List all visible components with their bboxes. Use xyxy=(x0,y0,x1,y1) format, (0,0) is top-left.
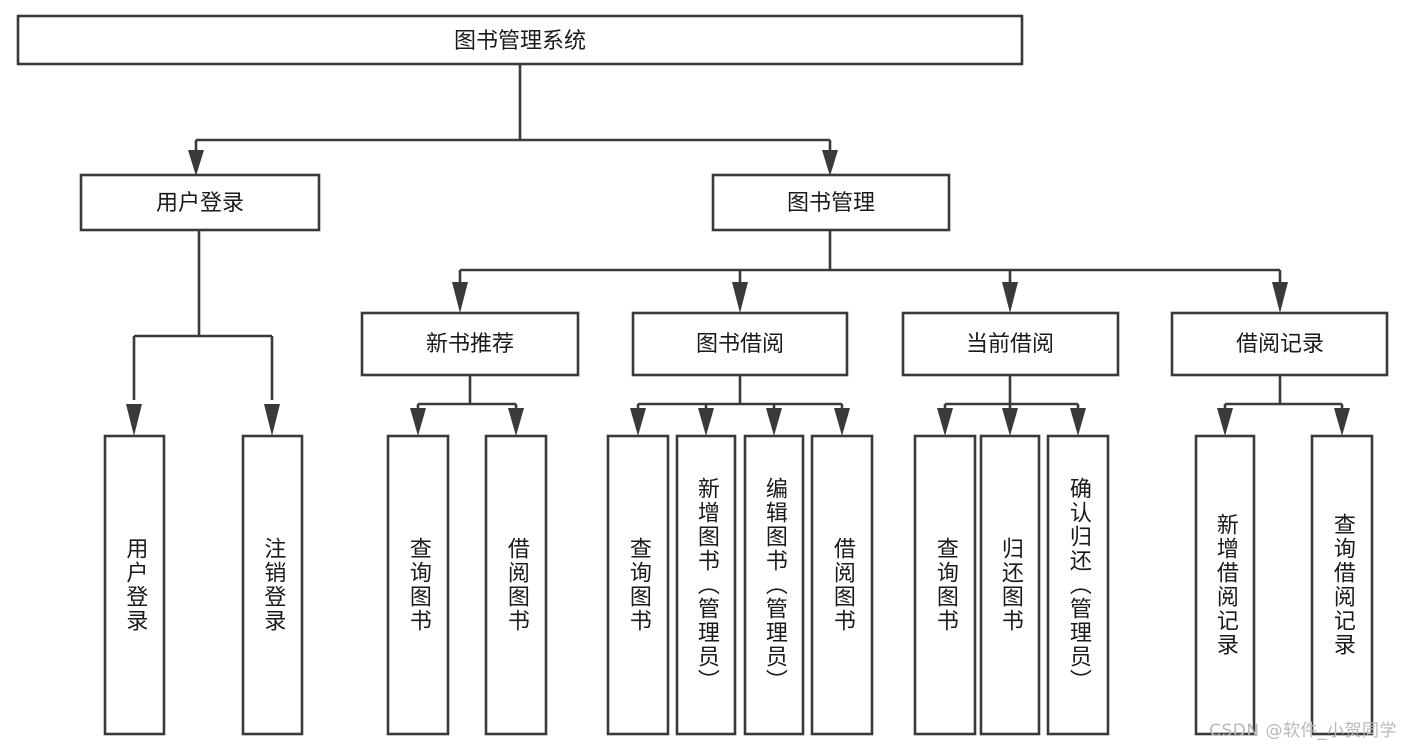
leaf-borrow-record-query[interactable] xyxy=(1310,434,1374,736)
leaf-book-borrow-query[interactable] xyxy=(606,434,670,736)
node-new-book-recommend-label: 新书推荐 xyxy=(426,332,514,357)
node-user-login[interactable] xyxy=(79,173,321,232)
leaf-current-borrow-query[interactable] xyxy=(913,434,977,736)
arrow-borrowrecord-leaf-1 xyxy=(1217,408,1233,436)
arrow-userlogin-leaf-2 xyxy=(264,404,280,436)
arrow-currentborrow-leaf-2 xyxy=(1002,408,1018,436)
node-book-borrow[interactable] xyxy=(631,311,849,377)
node-book-management-label: 图书管理 xyxy=(787,191,875,216)
node-root-label: 图书管理系统 xyxy=(454,29,586,54)
leaf-current-borrow-return[interactable] xyxy=(979,434,1041,736)
arrow-bookborrow-leaf-1 xyxy=(630,408,646,436)
arrow-to-user-login xyxy=(188,150,204,176)
node-current-borrow-label: 当前借阅 xyxy=(966,332,1054,357)
node-user-login-label: 用户登录 xyxy=(156,191,244,216)
leaf-book-borrow-add[interactable] xyxy=(675,434,737,736)
arrow-to-borrow-record xyxy=(1272,282,1288,313)
node-book-borrow-label: 图书借阅 xyxy=(696,332,784,357)
leaf-user-login-logout[interactable] xyxy=(241,434,304,736)
node-book-management[interactable] xyxy=(711,173,951,232)
leaf-book-borrow-edit[interactable] xyxy=(743,434,805,736)
node-root-book-management-system[interactable] xyxy=(16,14,1024,66)
arrow-currentborrow-leaf-3 xyxy=(1070,408,1086,436)
node-current-borrow[interactable] xyxy=(901,311,1120,377)
leaf-book-borrow-borrow[interactable] xyxy=(810,434,874,736)
leaf-new-book-borrow[interactable] xyxy=(484,434,548,736)
leaf-borrow-record-add[interactable] xyxy=(1194,434,1256,736)
csdn-watermark: CSDN @软件_小贺同学 xyxy=(1209,721,1397,741)
arrow-bookborrow-leaf-3 xyxy=(766,408,782,436)
arrow-to-book-mgmt xyxy=(822,150,838,176)
node-layer: 图书管理系统 用户登录 图书管理 新书推荐 图书借阅 当前借阅 借阅记录 xyxy=(16,14,1389,736)
connector-layer xyxy=(126,64,1350,436)
arrow-borrowrecord-leaf-2 xyxy=(1334,408,1350,436)
leaf-user-login-login[interactable] xyxy=(103,434,166,736)
arrow-userlogin-leaf-1 xyxy=(126,404,142,436)
arrow-to-book-borrow xyxy=(732,282,748,313)
node-borrow-record-label: 借阅记录 xyxy=(1236,332,1324,357)
arrow-to-current-borrow xyxy=(1002,282,1018,313)
arrow-bookborrow-leaf-4 xyxy=(834,408,850,436)
arrow-bookborrow-leaf-2 xyxy=(698,408,714,436)
arrow-currentborrow-leaf-1 xyxy=(937,408,953,436)
arrow-newbook-leaf-2 xyxy=(508,408,524,436)
arrow-newbook-leaf-1 xyxy=(410,408,426,436)
leaf-new-book-query[interactable] xyxy=(386,434,450,736)
arrow-to-new-book xyxy=(452,282,468,313)
node-borrow-record[interactable] xyxy=(1170,311,1389,377)
leaf-current-borrow-confirm[interactable] xyxy=(1046,434,1110,736)
node-new-book-recommend[interactable] xyxy=(360,311,580,377)
